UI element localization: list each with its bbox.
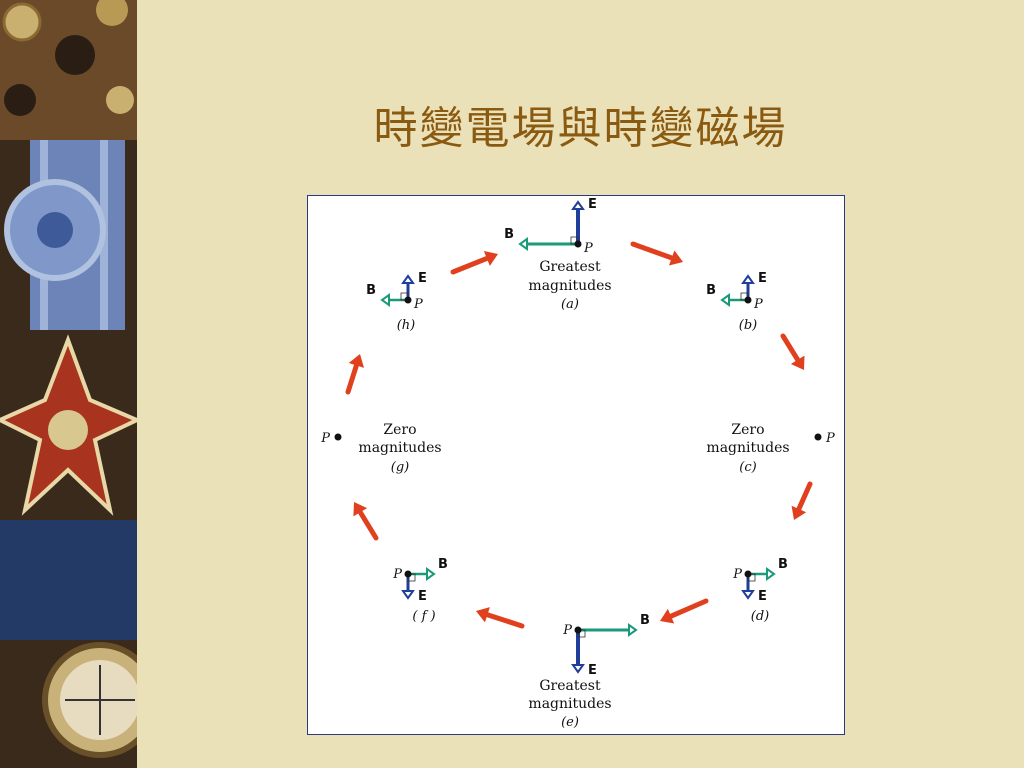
point-p-d [744, 570, 752, 578]
state-tag-e: (e) [561, 715, 579, 730]
b-label-b: B [706, 283, 716, 298]
e-label-a: E [588, 197, 597, 212]
b-arrowhead-d [766, 567, 776, 581]
caption-a-line1: Greatest [539, 259, 601, 275]
cycle-arrow-4 [791, 481, 813, 520]
point-p-f [404, 570, 412, 578]
medal-collage-image [0, 0, 137, 768]
state-tag-b: (b) [739, 318, 757, 333]
state-tag-a: (a) [561, 297, 579, 312]
cycle-arrow-6 [476, 607, 525, 629]
point-label-h: P [413, 297, 423, 312]
cycle-arrow-1 [450, 251, 498, 275]
state-tag-h: (h) [397, 318, 416, 333]
e-arrowhead-f [401, 590, 415, 600]
caption-g-line2: magnitudes [358, 440, 441, 456]
cycle-arrow-3 [780, 333, 805, 370]
slide-title: 時變電場與時變磁場 [373, 103, 788, 154]
e-label-f: E [418, 589, 427, 604]
diagram-canvas: E B P Greatest magnitudes (a) E B P (b) P Zero magni… [320, 197, 835, 730]
e-label-e: E [588, 663, 597, 678]
caption-e-line1: Greatest [539, 678, 601, 694]
caption-e-line2: magnitudes [528, 696, 611, 712]
e-arrowhead-e [571, 664, 585, 674]
b-label-f: B [438, 557, 448, 572]
cycle-arrow-2 [630, 241, 683, 266]
caption-a-line2: magnitudes [528, 278, 611, 294]
state-tag-d: (d) [751, 609, 769, 624]
point-p-a [574, 240, 582, 248]
decorative-side-image [0, 0, 137, 768]
point-p-e [574, 626, 582, 634]
b-label-d: B [778, 557, 788, 572]
point-label-f: P [392, 567, 402, 582]
state-tag-c: (c) [739, 460, 756, 475]
e-arrowhead-a [571, 200, 585, 210]
state-tag-f: ( f ) [412, 609, 435, 624]
b-arrowhead-b [720, 293, 730, 307]
point-p-c [814, 433, 822, 441]
b-label-h: B [366, 283, 376, 298]
point-p-h [404, 296, 412, 304]
b-label-a: B [504, 227, 514, 242]
state-tag-g: (g) [391, 460, 409, 475]
b-arrowhead-e [628, 623, 638, 637]
em-wave-diagram: E B P Greatest magnitudes (a) E B P (b) P Zero magni… [307, 195, 845, 735]
b-label-e: B [640, 613, 650, 628]
cycle-arrow-7 [353, 502, 379, 541]
point-label-c: P [825, 431, 835, 446]
point-label-a: P [583, 241, 593, 256]
e-arrowhead-h [401, 274, 415, 284]
e-label-b: E [758, 271, 767, 286]
point-p-b [744, 296, 752, 304]
caption-c-line2: magnitudes [706, 440, 789, 456]
cycle-arrow-5 [660, 598, 709, 624]
e-arrowhead-d [741, 590, 755, 600]
point-label-g: P [320, 431, 330, 446]
point-label-d: P [732, 567, 742, 582]
b-arrowhead-a [518, 237, 528, 251]
caption-c-line1: Zero [731, 422, 764, 438]
b-arrowhead-f [426, 567, 436, 581]
cycle-arrow-8 [345, 354, 365, 395]
point-label-e: P [562, 623, 572, 638]
e-label-d: E [758, 589, 767, 604]
point-p-g [334, 433, 342, 441]
caption-g-line1: Zero [383, 422, 416, 438]
point-label-b: P [753, 297, 763, 312]
e-label-h: E [418, 271, 427, 286]
e-arrowhead-b [741, 274, 755, 284]
b-arrowhead-h [380, 293, 390, 307]
